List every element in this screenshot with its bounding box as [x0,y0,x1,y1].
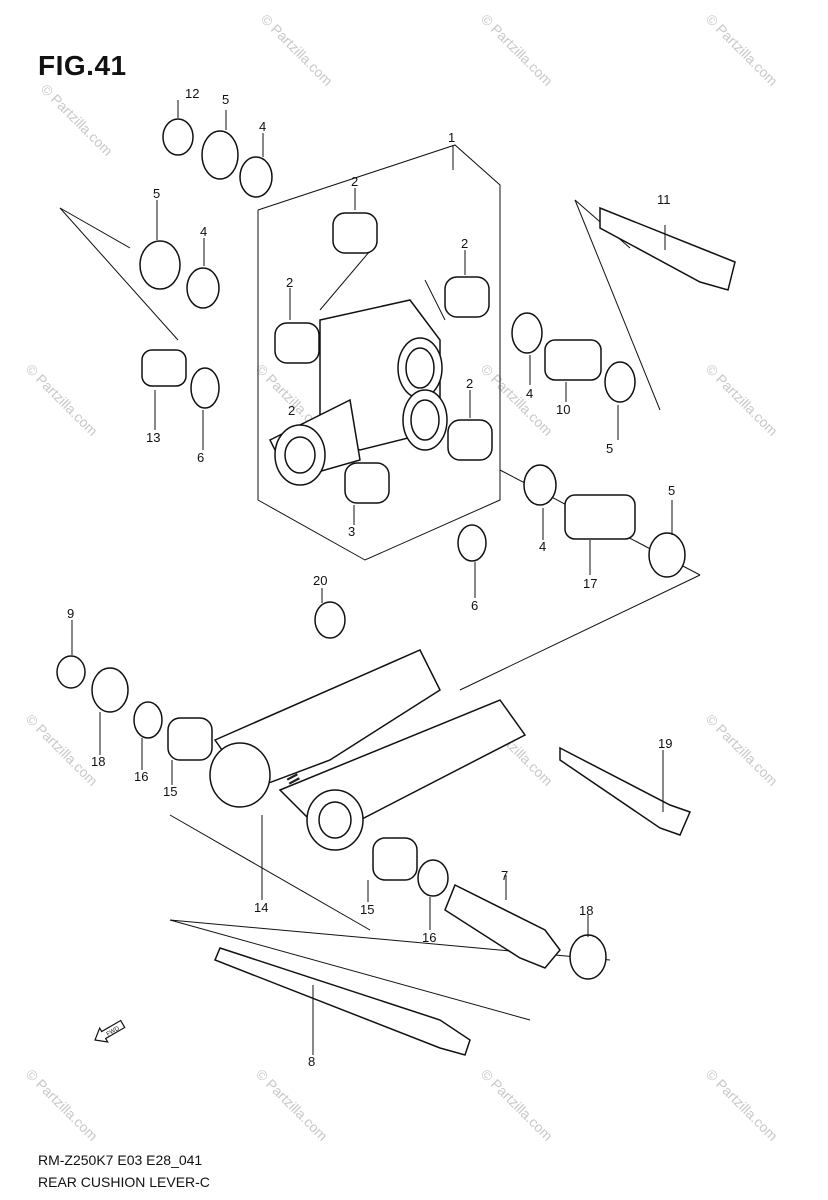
callout-4: 4 [539,539,546,554]
callout-6: 6 [471,598,478,613]
callout-15: 15 [360,902,374,917]
callout-6: 6 [197,450,204,465]
callout-19: 19 [658,736,672,751]
callout-13: 13 [146,430,160,445]
watermark: © Partzilla.com [23,711,101,789]
callout-4: 4 [259,119,266,134]
watermark: © Partzilla.com [23,1066,101,1144]
callout-14: 14 [254,900,268,915]
fwd-arrow-icon: FWD [94,1019,126,1043]
callout-1: 1 [448,130,455,145]
callout-3: 3 [348,524,355,539]
upper-parts [139,118,736,578]
callout-16: 16 [134,769,148,784]
lower-lever-assembly [56,601,692,1056]
callout-2: 2 [286,275,293,290]
watermark: © Partzilla.com [253,1066,331,1144]
model-code: RM-Z250K7 E03 E28_041 [38,1152,203,1168]
callout-9: 9 [67,606,74,621]
callout-11: 11 [657,192,671,207]
callout-17: 17 [583,576,597,591]
callout-20: 20 [313,573,327,588]
callout-5: 5 [606,441,613,456]
part-name: REAR CUSHION LEVER-C [38,1174,210,1190]
callout-5: 5 [222,92,229,107]
figure-title: FIG.41 [38,50,127,81]
callout-18: 18 [579,903,593,918]
watermark: © Partzilla.com [478,11,556,89]
watermark: © Partzilla.com [23,361,101,439]
watermark: © Partzilla.com [38,81,116,159]
callout-12: 12 [185,86,199,101]
callout-5: 5 [668,483,675,498]
callout-10: 10 [556,402,570,417]
watermark: © Partzilla.com [703,1066,781,1144]
callout-8: 8 [308,1054,315,1069]
watermark: © Partzilla.com [703,11,781,89]
watermark: © Partzilla.com [703,361,781,439]
cushion-lever-body [268,299,448,486]
callout-5: 5 [153,186,160,201]
watermark: © Partzilla.com [703,711,781,789]
callout-18: 18 [91,754,105,769]
callout-2: 2 [461,236,468,251]
leader-lines [71,100,673,1055]
callout-2: 2 [351,174,358,189]
callout-4: 4 [526,386,533,401]
callout-16: 16 [422,930,436,945]
callout-7: 7 [501,868,508,883]
callout-labels: 1 2 2 2 2 2 3 4 4 4 4 5 5 5 5 6 6 7 8 9 … [67,86,675,1069]
watermark: © Partzilla.com [258,11,336,89]
callout-15: 15 [163,784,177,799]
callout-2: 2 [466,376,473,391]
watermark: © Partzilla.com [478,1066,556,1144]
callout-4: 4 [200,224,207,239]
callout-2: 2 [288,403,295,418]
